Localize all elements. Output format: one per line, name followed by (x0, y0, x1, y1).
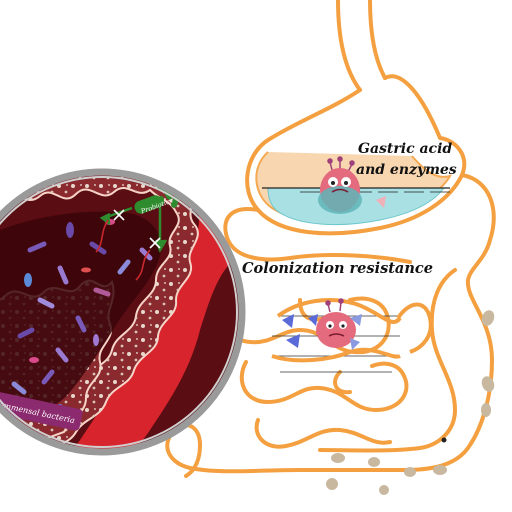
small-intestine-loop-3 (254, 418, 392, 449)
magnifier-ring (0, 168, 246, 456)
magnifier-ring-inner (0, 176, 238, 448)
colonization-resistance-label: Colonization resistance (242, 260, 433, 277)
esophagus-inner (368, 0, 387, 80)
inhibition-marks (113, 209, 161, 249)
lumen-channel (0, 211, 161, 415)
small-intestine-loop-2 (239, 360, 409, 412)
magnified-intestinal-wall: Probiotics commensal bacteria (0, 172, 242, 452)
bacteria-rods (11, 241, 153, 395)
anus-marker (441, 437, 447, 443)
duodenum (223, 207, 412, 264)
esophagus (336, 0, 362, 92)
inhibitor-arrows (282, 314, 362, 350)
acid-droplet-icon (376, 196, 386, 208)
large-intestine-inner (318, 268, 457, 453)
pathogen-in-intestine (316, 298, 356, 348)
red-flagella (95, 219, 151, 281)
pathogen-in-acid (318, 156, 362, 214)
gastric-acid-label-line2: and enzymes (356, 162, 457, 178)
orange-loop-overlay (271, 298, 433, 363)
appendix (184, 443, 202, 478)
fecal-pellets (326, 310, 495, 495)
gastric-acid-label-line1: Gastric acid (358, 141, 452, 157)
stomach-outline (245, 74, 467, 236)
commensal-label-bg (0, 391, 83, 431)
